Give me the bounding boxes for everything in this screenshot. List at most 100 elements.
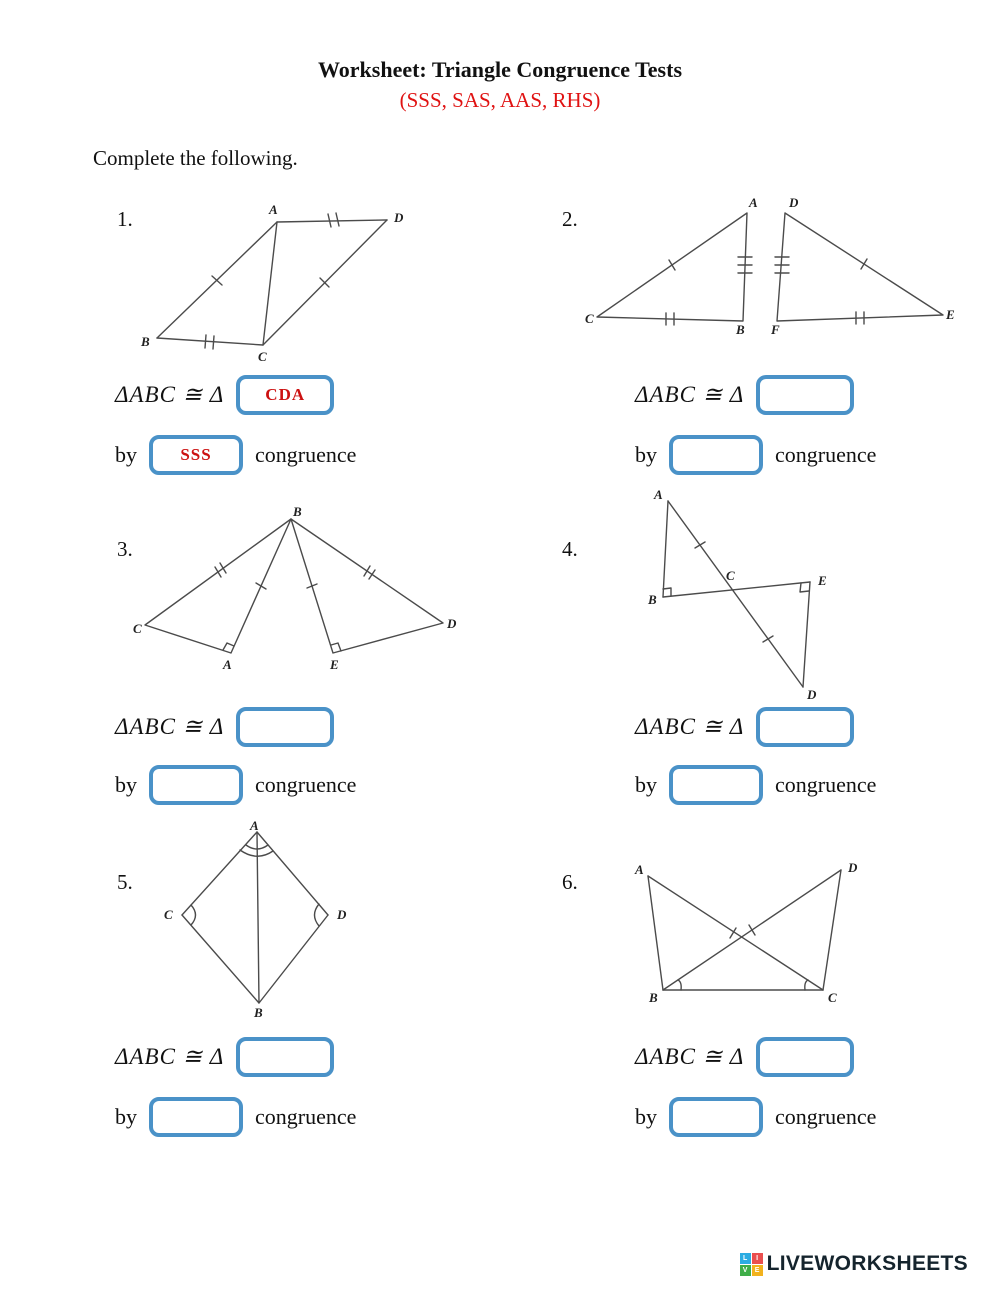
right-angle-marks [662,582,810,597]
vertex-label-a: A [222,657,232,672]
logo-square: L [739,1252,751,1264]
tick-marks [729,924,756,939]
problem-6-number: 6. [562,870,578,894]
problem-6-statement-row: ΔABC ≅ Δ [635,1037,855,1077]
right-angle-marks [222,642,342,652]
answer-box-2[interactable] [756,375,855,415]
tick-marks [204,212,340,350]
vertex-label-c: C [585,311,594,326]
problem-6-method-row: by congruence [635,1097,876,1137]
congruence-label: congruence [775,442,877,467]
problem-1-method-row: by SSS congruence [115,435,356,475]
vertex-label-e: E [329,657,339,672]
problem-4-method-row: by congruence [635,765,876,805]
liveworksheets-icon: L I V E [739,1252,763,1276]
method-box-3[interactable] [149,765,243,805]
triangle-edges [596,212,944,322]
figure-1-parallelogram-triangles: A D B C [140,202,404,364]
figure-5-kite: A C D B [164,820,347,1020]
problem-1-number: 1. [117,207,133,231]
answer-box-4[interactable] [756,707,855,747]
vertex-label-f: F [770,322,780,337]
page-subtitle: (SSS, SAS, AAS, RHS) [399,88,601,112]
logo-square: V [739,1264,751,1276]
method-box-4[interactable] [669,765,763,805]
congruence-statement: ΔABC ≅ Δ [115,382,225,407]
vertex-label-c: C [133,621,142,636]
congruence-statement: ΔABC ≅ Δ [635,1044,745,1069]
vertex-label-a: A [249,820,259,833]
answer-box-5[interactable] [236,1037,335,1077]
congruence-label: congruence [255,772,357,797]
vertex-label-a: A [634,862,644,877]
congruence-label: congruence [255,442,357,467]
vertex-label-e: E [817,573,827,588]
vertex-label-a: A [748,195,758,210]
page-title: Worksheet: Triangle Congruence Tests [317,57,683,82]
vertex-label-d: D [393,210,404,225]
vertex-label-c: C [258,349,267,364]
method-box-1[interactable]: SSS [149,435,243,475]
figure-2-two-triangles: A D C B F E [585,195,955,337]
triangle-edges [647,869,842,991]
problem-5-statement-row: ΔABC ≅ Δ [115,1037,335,1077]
by-label: by [635,1104,657,1129]
vertex-label-c: C [726,568,735,583]
answer-box-1[interactable]: CDA [236,375,335,415]
method-box-2[interactable] [669,435,763,475]
vertex-label-d: D [806,687,817,702]
triangle-edges [144,518,444,654]
vertex-label-b: B [735,322,745,337]
congruence-statement: ΔABC ≅ Δ [115,714,225,739]
tick-marks [665,256,868,326]
by-label: by [115,1104,137,1129]
congruence-statement: ΔABC ≅ Δ [115,1044,225,1069]
method-box-6[interactable] [669,1097,763,1137]
angle-marks [190,844,320,927]
vertex-label-d: D [847,860,858,875]
figure-4-crossed-triangles: A B C E D [647,487,827,702]
figure-6-crossed-diagonals: A D B C [634,860,858,1005]
vertex-label-b: B [140,334,150,349]
vertex-label-b: B [647,592,657,607]
problem-3-method-row: by congruence [115,765,356,805]
instruction-text: Complete the following. [93,146,298,170]
congruence-statement: ΔABC ≅ Δ [635,714,745,739]
by-label: by [635,772,657,797]
problem-5-number: 5. [117,870,133,894]
by-label: by [115,772,137,797]
problem-1-statement-row: ΔABC ≅ Δ CDA [115,375,335,415]
answer-box-6[interactable] [756,1037,855,1077]
vertex-label-a: A [268,202,278,217]
vertex-label-e: E [945,307,955,322]
vertex-label-b: B [292,505,302,519]
by-label: by [115,442,137,467]
congruence-label: congruence [775,772,877,797]
vertex-label-a: A [653,487,663,502]
congruence-statement: ΔABC ≅ Δ [635,382,745,407]
vertex-label-b: B [648,990,658,1005]
brand-name: LIVEWORKSHEETS [766,1252,968,1275]
problem-3-statement-row: ΔABC ≅ Δ [115,707,335,747]
congruence-label: congruence [775,1104,877,1129]
problem-4-number: 4. [562,537,578,561]
method-box-5[interactable] [149,1097,243,1137]
logo-square: E [751,1264,763,1276]
vertex-label-c: C [828,990,837,1005]
problem-4-statement-row: ΔABC ≅ Δ [635,707,855,747]
problem-5-method-row: by congruence [115,1097,356,1137]
vertex-label-b: B [253,1005,263,1020]
problem-2-number: 2. [562,207,578,231]
vertex-label-d: D [788,195,799,210]
problem-2-statement-row: ΔABC ≅ Δ [635,375,855,415]
problem-2-method-row: by congruence [635,435,876,475]
by-label: by [635,442,657,467]
answer-box-3[interactable] [236,707,335,747]
vertex-label-d: D [336,907,347,922]
logo-square: I [751,1252,763,1264]
figure-3-fan-triangles: B C A E D [133,505,457,672]
triangle-edges [662,500,811,688]
vertex-label-d: D [446,616,457,631]
problem-3-number: 3. [117,537,133,561]
